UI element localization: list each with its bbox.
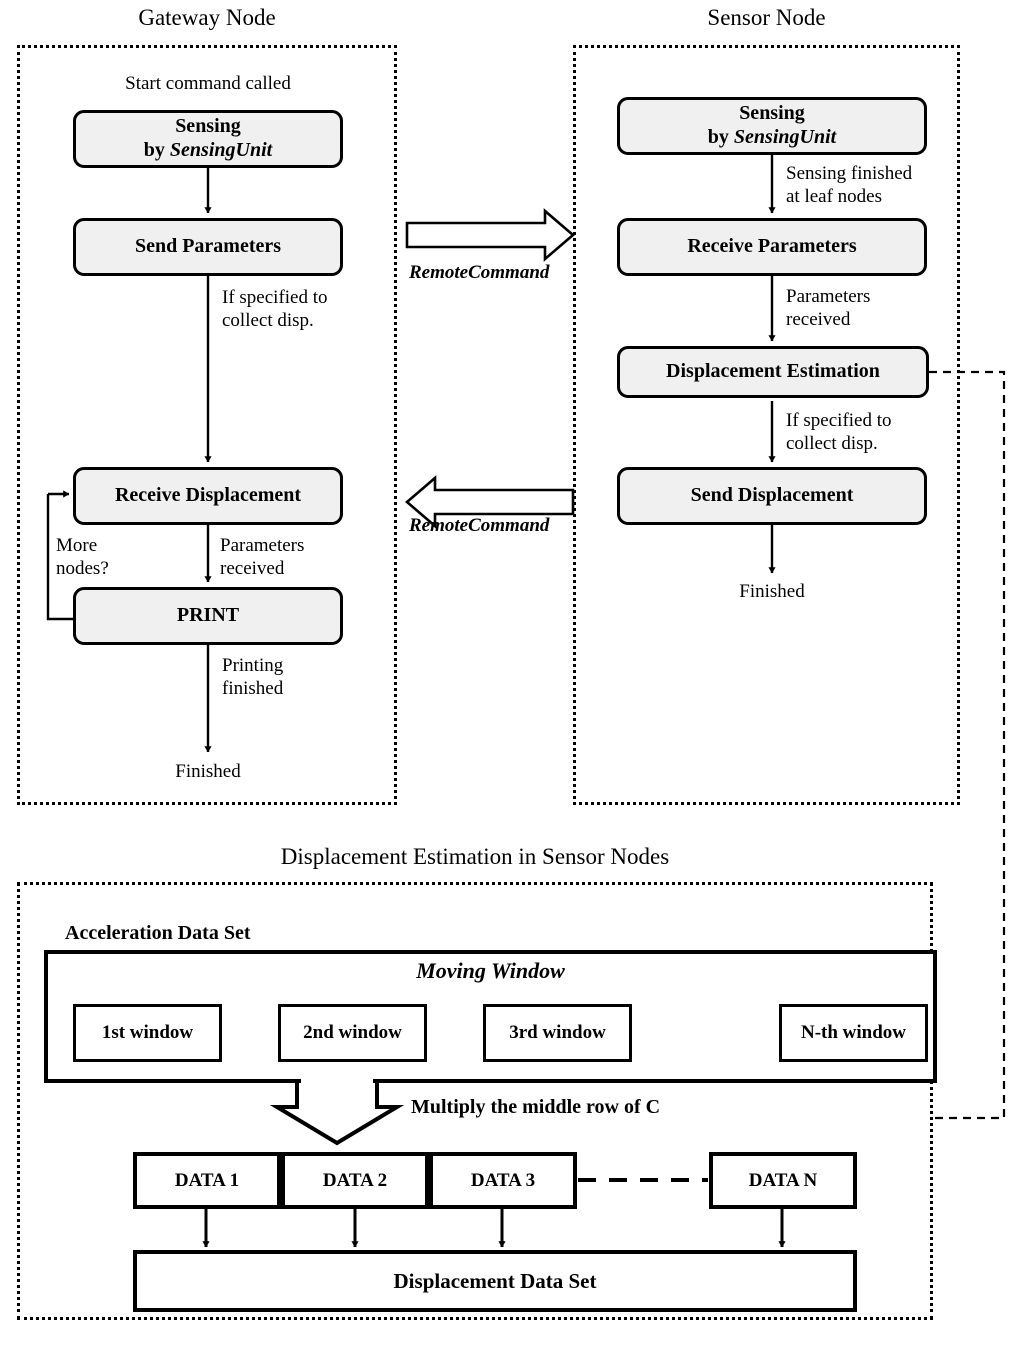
sensor-parameters-received-label: Parameters received [786, 286, 871, 331]
sensor-panel-title: Sensor Node [707, 5, 826, 30]
remote-command-up-label: RemoteCommand [409, 515, 550, 536]
bottom-panel-title: Displacement Estimation in Sensor Nodes [280, 844, 670, 869]
data-box-3[interactable]: DATA 3 [429, 1152, 577, 1209]
sensor-displacement-estimation-box[interactable]: Displacement Estimation [617, 346, 929, 398]
data-box-n[interactable]: DATA N [709, 1152, 857, 1209]
gateway-start-label: Start command called [125, 73, 291, 94]
gateway-sensing-line1: Sensing [175, 115, 241, 138]
sensor-node-panel [573, 45, 960, 805]
data-box-2[interactable]: DATA 2 [281, 1152, 429, 1209]
gateway-printing-finished-label: Printing finished [222, 655, 284, 700]
sensor-sensing-finished-label: Sensing finished at leaf nodes [786, 163, 913, 208]
sensor-sensing-prefix: by [707, 126, 734, 148]
sensor-sensing-box[interactable]: Sensing by SensingUnit [617, 97, 927, 155]
gateway-sensing-unit: SensingUnit [169, 139, 273, 161]
gateway-parameters-received-label: Parameters received [220, 535, 305, 580]
gateway-receive-displacement-box[interactable]: Receive Displacement [73, 467, 343, 525]
sensor-sensing-unit: SensingUnit [733, 126, 837, 148]
acceleration-data-set-label: Acceleration Data Set [65, 922, 251, 944]
data-box-1[interactable]: DATA 1 [133, 1152, 281, 1209]
gateway-more-nodes-label: More nodes? [56, 535, 109, 580]
multiply-middle-row-label: Multiply the middle row of C [411, 1096, 661, 1118]
displacement-data-set-box[interactable]: Displacement Data Set [133, 1250, 857, 1312]
gateway-panel-title: Gateway Node [138, 5, 276, 30]
gateway-sensing-box[interactable]: Sensing by SensingUnit [73, 110, 343, 168]
sensor-sensing-line1: Sensing [739, 102, 805, 125]
window-box-1[interactable]: 1st window [73, 1004, 222, 1062]
gateway-if-specified-label: If specified to collect disp. [222, 287, 328, 332]
gateway-print-box[interactable]: PRINT [73, 587, 343, 645]
gateway-finished-label: Finished [175, 761, 241, 782]
acceleration-container-bottom-left [44, 1079, 301, 1083]
gateway-send-parameters-box[interactable]: Send Parameters [73, 218, 343, 276]
sensor-send-displacement-box[interactable]: Send Displacement [617, 467, 927, 525]
sensor-receive-parameters-box[interactable]: Receive Parameters [617, 218, 927, 276]
gateway-node-panel [17, 45, 397, 805]
sensor-if-specified-label: If specified to collect disp. [786, 410, 892, 455]
window-box-2[interactable]: 2nd window [278, 1004, 427, 1062]
sensor-finished-label: Finished [739, 581, 805, 602]
remote-command-down-label: RemoteCommand [409, 262, 550, 283]
acceleration-container-bottom-right [373, 1079, 937, 1083]
window-box-n[interactable]: N-th window [779, 1004, 928, 1062]
gateway-sensing-prefix: by [143, 139, 170, 161]
displacement-estimation-panel [17, 882, 933, 1320]
window-box-3[interactable]: 3rd window [483, 1004, 632, 1062]
moving-window-title: Moving Window [416, 958, 565, 983]
